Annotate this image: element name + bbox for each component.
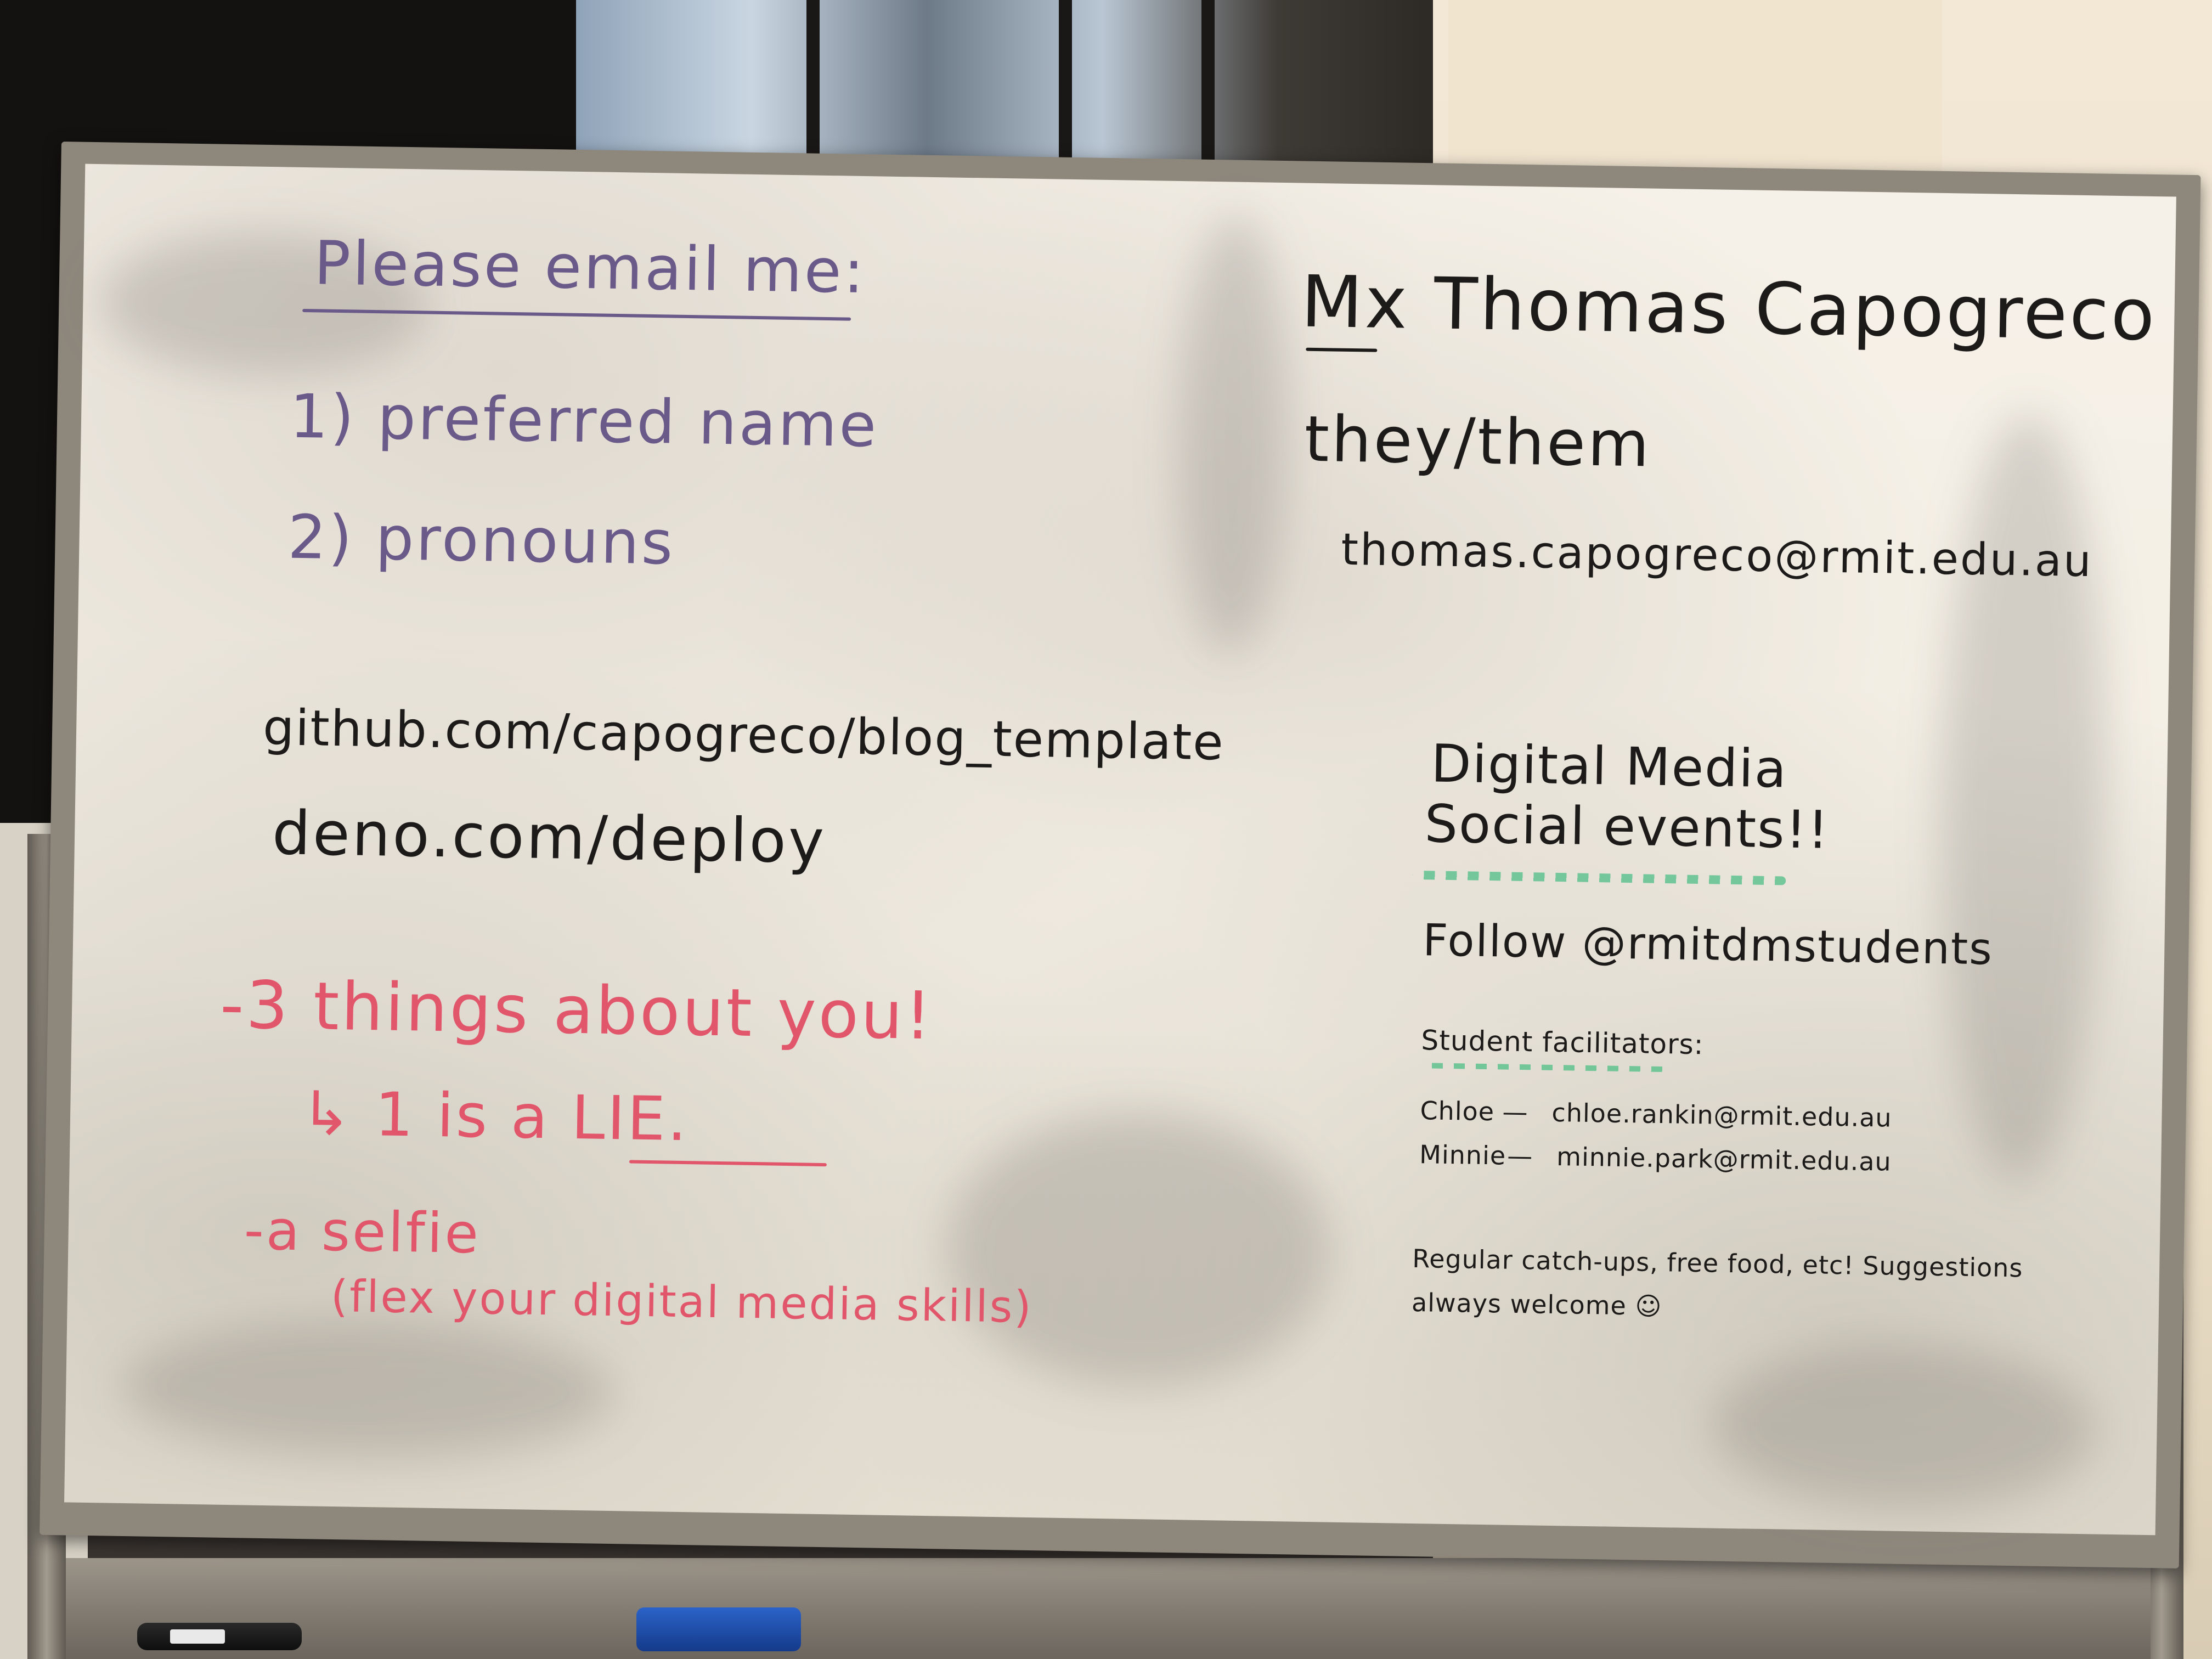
window-frame — [806, 0, 820, 165]
events-wavy-underline — [1413, 870, 1786, 885]
whiteboard-marker[interactable] — [137, 1623, 302, 1650]
window — [576, 0, 1454, 165]
item-pronouns: 2) pronouns — [287, 501, 676, 578]
whiteboard: Please email me: 1) preferred name 2) pr… — [40, 142, 2201, 1568]
events-follow: Follow @rmitdmstudents — [1422, 915, 1994, 975]
title-underline — [1306, 347, 1378, 352]
task-three-things: -3 things about you! — [219, 967, 934, 1055]
task-one-is-a-lie: ↳ 1 is a LIE. — [300, 1078, 690, 1155]
wall-column — [1448, 0, 1942, 176]
lie-underline — [629, 1160, 827, 1167]
whiteboard-eraser[interactable] — [636, 1607, 801, 1651]
facilitator-2-name: Minnie — [1419, 1139, 1506, 1171]
teacher-pronouns: they/them — [1304, 402, 1652, 482]
facilitator-dash: — — [1502, 1097, 1530, 1127]
marker-label — [170, 1629, 225, 1644]
teacher-name: Mx Thomas Capogreco — [1300, 259, 2158, 357]
marker-tray — [66, 1558, 2151, 1659]
window-frame — [1201, 0, 1215, 165]
facilitator-2-email: minnie.park@rmit.edu.au — [1556, 1142, 1892, 1177]
facilitators-underline — [1420, 1063, 1673, 1073]
window-frame — [1059, 0, 1072, 165]
link-github-blog-template: github.com/capogreco/blog_template — [262, 698, 1225, 772]
facilitator-dash: — — [1506, 1141, 1535, 1171]
facilitators-heading: Student facilitators: — [1421, 1024, 1704, 1061]
events-title-line2: Social events!! — [1424, 794, 1830, 861]
events-title-line1: Digital Media — [1430, 733, 1788, 800]
whiteboard-surface: Please email me: 1) preferred name 2) pr… — [64, 163, 2176, 1536]
please-email-heading: Please email me: — [313, 228, 867, 307]
events-note-line1: Regular catch-ups, free food, etc! Sugge… — [1412, 1243, 2023, 1283]
task-selfie: -a selfie — [243, 1198, 481, 1266]
facilitator-1-name: Chloe — [1420, 1096, 1495, 1127]
link-deno-deploy: deno.com/deploy — [272, 798, 827, 877]
facilitator-1-email: chloe.rankin@rmit.edu.au — [1551, 1097, 1892, 1133]
item-preferred-name: 1) preferred name — [289, 381, 879, 461]
events-note-line2: always welcome ☺ — [1411, 1287, 1662, 1322]
task-flex-skills: (flex your digital media skills) — [330, 1270, 1034, 1333]
